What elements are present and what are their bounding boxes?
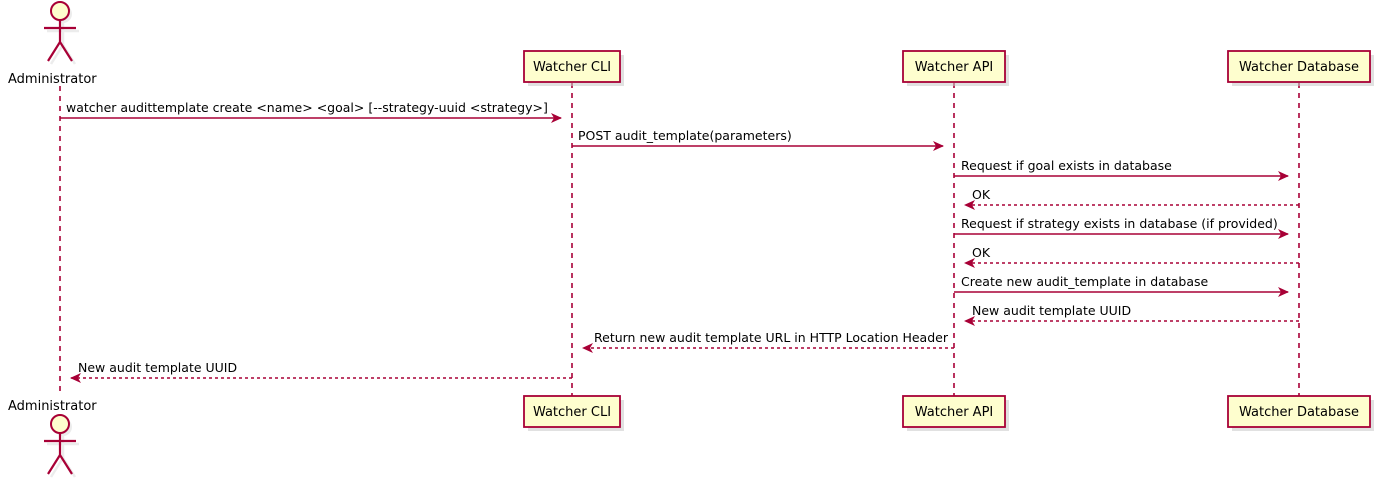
lifelines: [59, 83, 1300, 396]
participant-label-watcher-database-bottom: Watcher Database: [1239, 405, 1359, 420]
message-10[interactable]: New audit template UUID: [70, 360, 572, 383]
participant-label-watcher-cli-top: Watcher CLI: [533, 60, 611, 75]
participant-box-rect: [1227, 50, 1371, 83]
participant-box-rect: [523, 50, 621, 83]
participant-box-watcher-database-top[interactable]: Watcher Database: [1227, 50, 1374, 86]
actor-administrator-top[interactable]: Administrator: [8, 1, 97, 87]
actor-label-administrator-top: Administrator: [8, 72, 97, 87]
participant-label-watcher-api-top: Watcher API: [915, 60, 994, 75]
message-8[interactable]: New audit template UUID: [964, 303, 1299, 326]
participant-box-rect: [902, 395, 1006, 428]
message-label: OK: [972, 187, 991, 202]
message-9[interactable]: Return new audit template URL in HTTP Lo…: [582, 330, 954, 353]
participant-box-rect: [1227, 395, 1371, 428]
message-label: watcher audittemplate create <name> <goa…: [66, 100, 548, 115]
actor-administrator-bottom[interactable]: Administrator: [8, 399, 97, 478]
actor-leg-left-icon: [47, 454, 61, 475]
message-label: Request if goal exists in database: [961, 158, 1172, 173]
message-label: OK: [972, 245, 991, 260]
actor-leg-right-icon: [59, 454, 73, 475]
message-4[interactable]: OK: [964, 187, 1299, 210]
message-6[interactable]: OK: [964, 245, 1299, 268]
participant-label-watcher-api-bottom: Watcher API: [915, 405, 994, 420]
message-label: New audit template UUID: [972, 303, 1131, 318]
message-label: New audit template UUID: [78, 360, 237, 375]
participant-box-watcher-api-bottom[interactable]: Watcher API: [902, 395, 1009, 431]
message-label: Request if strategy exists in database (…: [961, 216, 1278, 231]
actor-head-icon: [50, 414, 70, 434]
message-label: Return new audit template URL in HTTP Lo…: [594, 330, 949, 345]
message-7[interactable]: Create new audit_template in database: [954, 274, 1289, 297]
actor-label-administrator-bottom: Administrator: [8, 399, 97, 414]
messages: watcher audittemplate create <name> <goa…: [60, 100, 1299, 383]
message-label: Create new audit_template in database: [961, 274, 1208, 289]
participant-box-watcher-api-top[interactable]: Watcher API: [902, 50, 1009, 86]
participant-box-rect: [902, 50, 1006, 83]
actor-leg-left-icon: [47, 41, 61, 62]
actor-head-icon: [50, 1, 70, 21]
actor-leg-right-icon: [59, 41, 73, 62]
message-1[interactable]: watcher audittemplate create <name> <goa…: [60, 100, 562, 123]
participant-box-watcher-cli-top[interactable]: Watcher CLI: [523, 50, 624, 86]
message-2[interactable]: POST audit_template(parameters): [572, 128, 944, 151]
participant-label-watcher-cli-bottom: Watcher CLI: [533, 405, 611, 420]
participant-box-watcher-database-bottom[interactable]: Watcher Database: [1227, 395, 1374, 431]
participant-box-rect: [523, 395, 621, 428]
participant-label-watcher-database-top: Watcher Database: [1239, 60, 1359, 75]
message-3[interactable]: Request if goal exists in database: [954, 158, 1289, 181]
message-label: POST audit_template(parameters): [578, 128, 792, 143]
participant-box-watcher-cli-bottom[interactable]: Watcher CLI: [523, 395, 624, 431]
message-5[interactable]: Request if strategy exists in database (…: [954, 216, 1289, 239]
